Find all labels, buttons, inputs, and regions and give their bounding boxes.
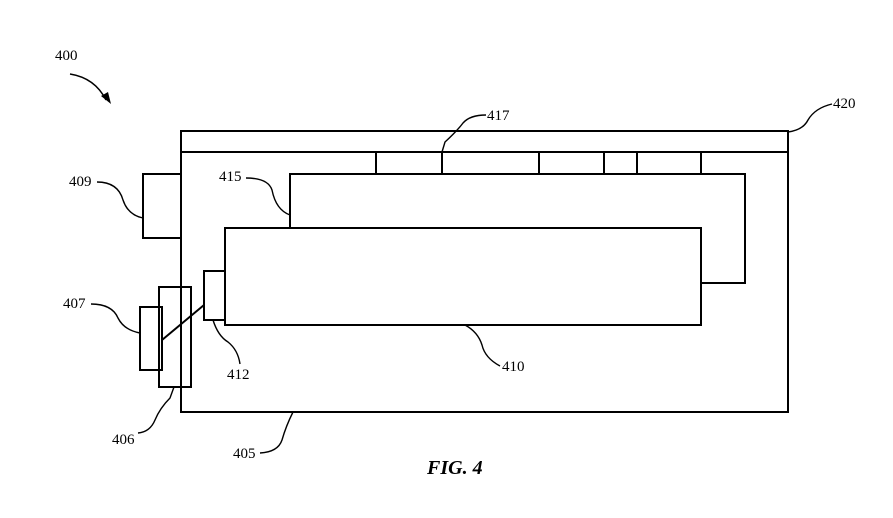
leader-410: [464, 324, 501, 367]
leader-417: [441, 114, 487, 153]
leader-406: [137, 386, 175, 434]
module-406: [158, 286, 192, 388]
arrow-400: [69, 73, 107, 101]
label-420: 420: [833, 96, 856, 112]
label-412: 412: [227, 367, 250, 383]
port-409: [142, 173, 182, 239]
leader-405: [259, 411, 294, 454]
housing-405: [180, 130, 789, 413]
label-417: 417: [487, 108, 510, 124]
arrowhead-400: [101, 92, 111, 104]
label-415: 415: [219, 169, 242, 185]
label-405: 405: [233, 446, 256, 462]
link-line: [161, 304, 205, 341]
label-407: 407: [63, 296, 86, 312]
label-406: 406: [112, 432, 135, 448]
leader-412: [212, 319, 241, 365]
leader-409: [96, 181, 144, 219]
label-400: 400: [55, 48, 78, 64]
board-415: [289, 173, 746, 284]
label-409: 409: [69, 174, 92, 190]
battery-410: [224, 227, 702, 326]
label-410: 410: [502, 359, 525, 375]
figure-caption: FIG. 4: [426, 457, 483, 479]
leader-407: [90, 303, 141, 334]
leader-415: [245, 177, 291, 216]
module-407: [139, 306, 163, 371]
connector-412: [203, 270, 226, 321]
leader-420: [787, 103, 833, 133]
connectors-417: [375, 152, 702, 174]
